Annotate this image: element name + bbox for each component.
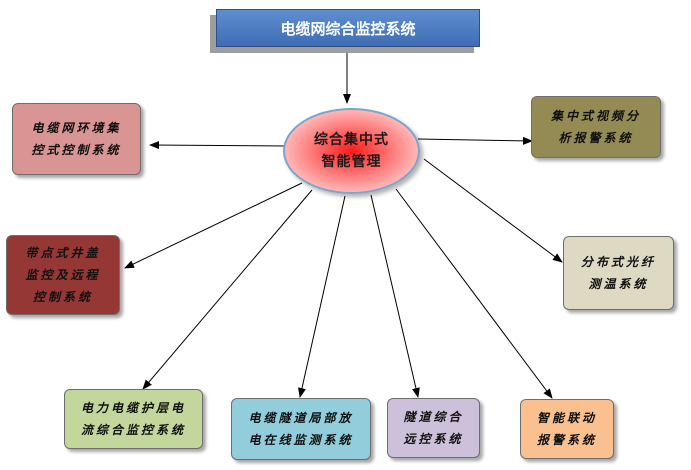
node-label: 电缆隧道局部放 [248, 411, 354, 425]
node-env-control: 电缆网环境集 控式控制系统 [12, 103, 141, 175]
arrow-to-discharge [298, 195, 346, 398]
node-label: 远控系统 [403, 432, 464, 446]
system-title: 电缆网综合监控系统 [216, 9, 480, 47]
hub-node: 综合集中式 智能管理 [283, 108, 420, 194]
arrow-to-pump [124, 182, 303, 269]
node-label: 监控及远程 [25, 268, 101, 282]
node-label: 电力电缆护层电 [80, 401, 186, 415]
node-linked-alarm: 智能联动 报警系统 [520, 399, 614, 459]
node-label: 电在线监测系统 [248, 433, 354, 447]
node-partial-discharge: 电缆隧道局部放 电在线监测系统 [231, 398, 371, 460]
node-tunnel-remote: 隧道综合 远控系统 [387, 398, 480, 458]
node-label: 流综合监控系统 [80, 423, 186, 437]
node-label: 电缆网环境集 [31, 121, 122, 135]
arrow-to-alarm [395, 188, 553, 399]
node-label: 控式控制系统 [31, 143, 122, 157]
hub-line-2: 智能管理 [321, 154, 382, 170]
node-sheath-current: 电力电缆护层电 流综合监控系统 [64, 389, 203, 449]
node-label: 集中式视频分 [550, 109, 641, 123]
arrow-to-fiber [423, 158, 563, 263]
node-video-alarm: 集中式视频分 析报警系统 [531, 96, 661, 158]
node-label: 智能联动 [536, 411, 597, 425]
node-label: 隧道综合 [403, 410, 464, 424]
arrow-to-video [417, 136, 533, 145]
arrow-to-tunnel [370, 194, 420, 398]
arrow-to-current [142, 189, 313, 390]
node-label: 测温系统 [588, 277, 649, 291]
node-manhole-control: 带点式井盖 监控及远程 控制系统 [6, 235, 120, 315]
node-label: 控制系统 [32, 290, 93, 304]
node-fiber-temperature: 分布式光纤 测温系统 [563, 236, 674, 310]
arrow-to-env [149, 141, 287, 150]
node-label: 分布式光纤 [580, 255, 656, 269]
node-label: 带点式井盖 [25, 246, 101, 260]
node-label: 析报警系统 [558, 131, 634, 145]
node-label: 报警系统 [536, 433, 597, 447]
hub-line-1: 综合集中式 [314, 132, 389, 148]
